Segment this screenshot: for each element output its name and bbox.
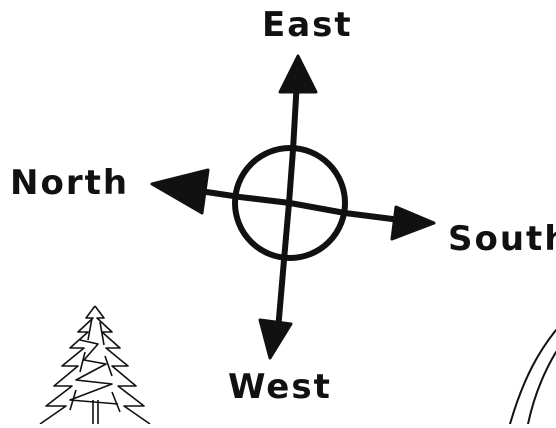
arrow-down-icon — [260, 320, 291, 358]
road-sketch — [510, 330, 556, 424]
label-left: North — [10, 166, 129, 200]
arrow-up-icon — [280, 56, 316, 92]
label-right: South — [448, 222, 556, 256]
pine-tree-icon — [40, 306, 150, 424]
label-bottom: West — [228, 370, 332, 404]
arrow-right-icon — [392, 207, 434, 239]
label-top: East — [262, 8, 353, 42]
arrow-left-icon — [152, 170, 208, 213]
axis-horizontal — [200, 191, 400, 220]
